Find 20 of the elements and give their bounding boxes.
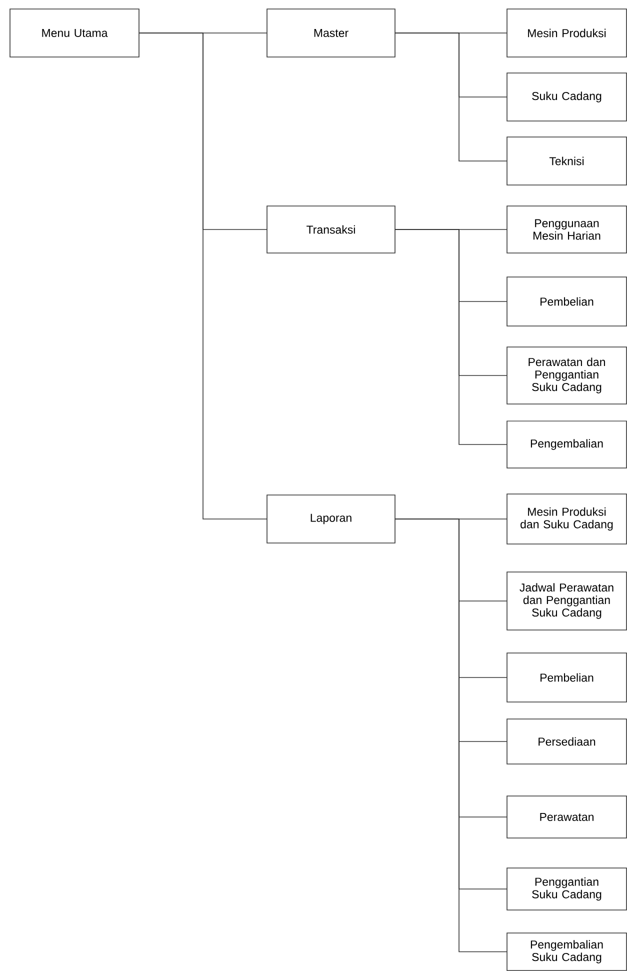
menu-box: Perawatan dan Penggantian Suku Cadang [506, 346, 627, 404]
menu-box: Pengembalian [506, 420, 627, 468]
menu-box: Menu Utama [10, 8, 140, 58]
menu-box: Persediaan [506, 718, 627, 764]
connector-line [138, 32, 268, 520]
menu-box: Penggantian Suku Cadang [506, 868, 627, 910]
menu-box: Laporan [266, 494, 396, 544]
menu-box: Jadwal Perawatan dan Penggantian Suku Cadang [506, 572, 627, 630]
menu-box: Teknisi [506, 136, 627, 186]
menu-box: Penggunaan Mesin Harian [506, 206, 627, 254]
menu-box: Mesin Produksi [506, 8, 627, 58]
menu-box: Perawatan [506, 796, 627, 838]
menu-box: Transaksi [266, 206, 396, 254]
menu-box: Pengembalian Suku Cadang [506, 932, 627, 971]
connector-line [394, 32, 508, 162]
menu-box: Pembelian [506, 276, 627, 326]
menu-box: Suku Cadang [506, 72, 627, 122]
menu-box: Mesin Produksi dan Suku Cadang [506, 494, 627, 544]
menu-box: Pembelian [506, 652, 627, 702]
menu-box: Master [266, 8, 396, 58]
